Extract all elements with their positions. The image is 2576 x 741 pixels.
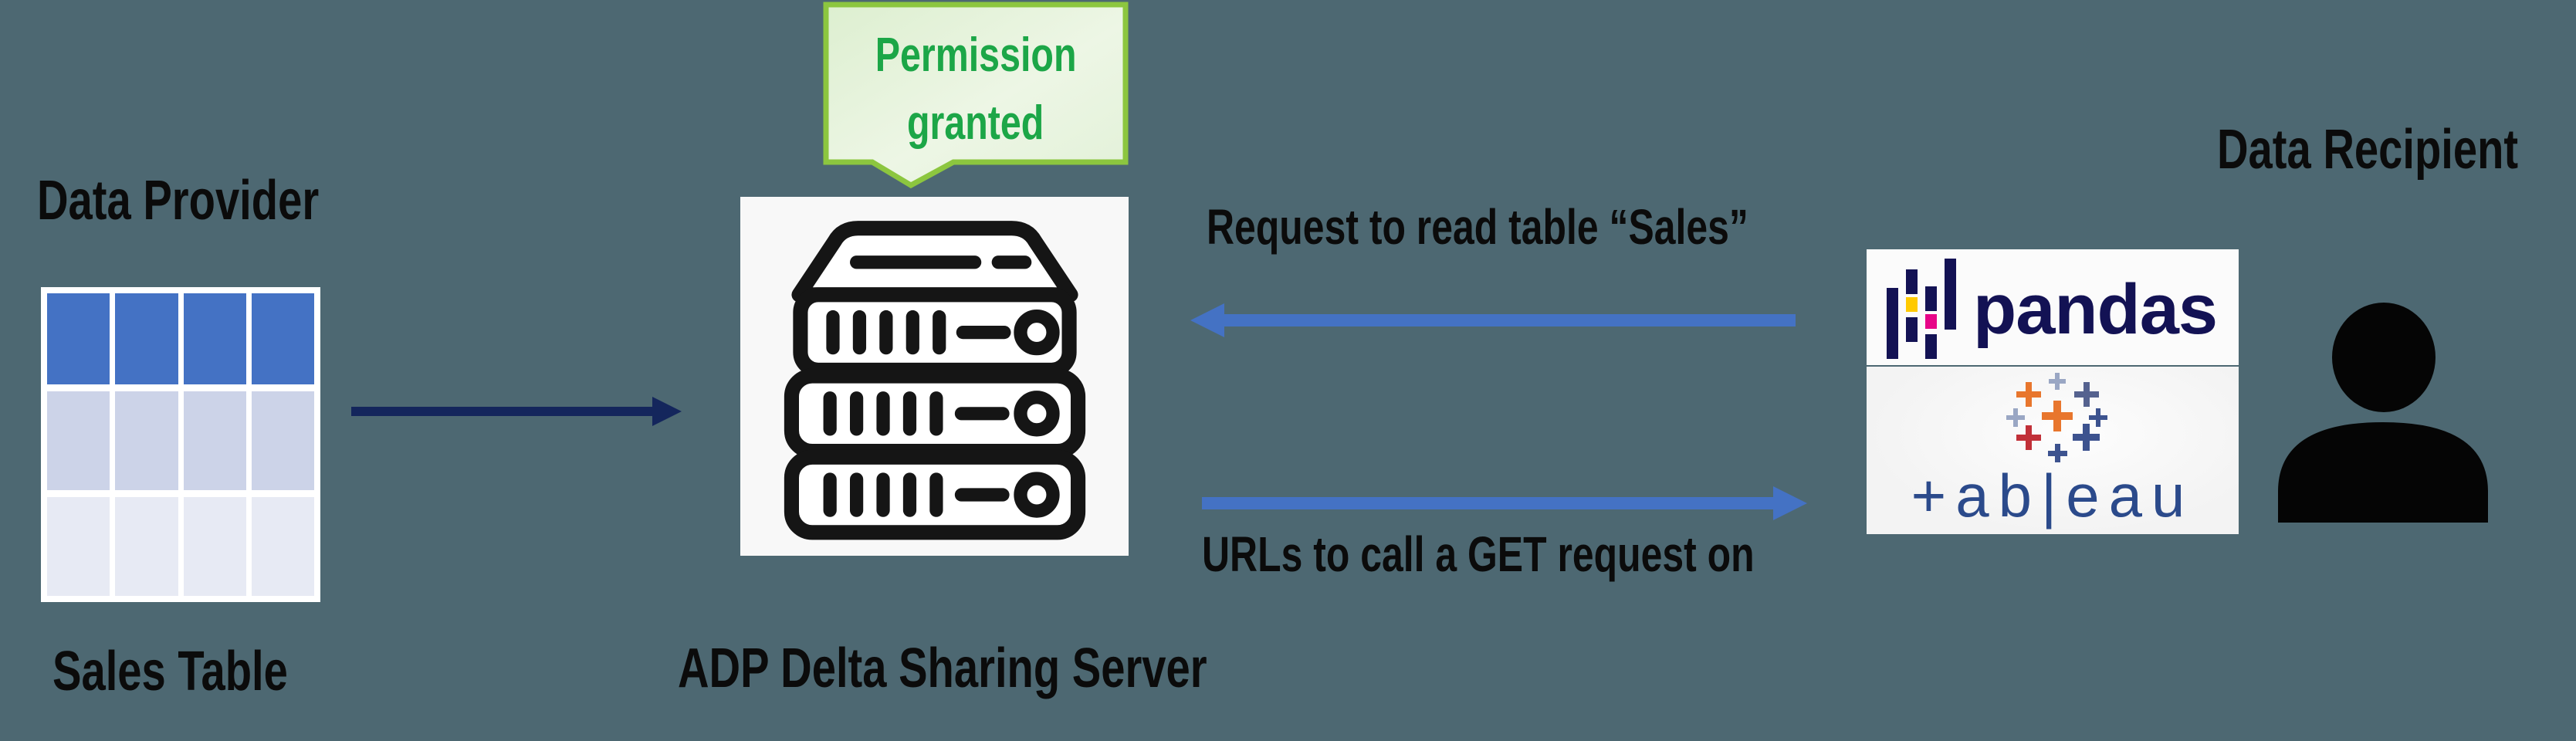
- sales-table-icon: [41, 287, 320, 602]
- data-recipient-title: Data Recipient: [2217, 119, 2519, 181]
- tableau-plus-cluster-icon: [2006, 373, 2107, 462]
- table-header-cell: [251, 293, 314, 384]
- table-row-cell: [47, 497, 110, 596]
- data-provider-title: Data Provider: [37, 170, 320, 232]
- pandas-bars-icon: [1887, 259, 1956, 359]
- sales-table-caption: Sales Table: [52, 641, 288, 702]
- arrow-shaft: [1202, 497, 1773, 509]
- arrow-head-right: [652, 397, 682, 426]
- callout-line-1: Permission: [875, 29, 1077, 82]
- person-icon: [2278, 303, 2488, 523]
- arrow-head-left: [1190, 303, 1224, 337]
- arrow-shaft: [351, 407, 654, 416]
- table-row-cell: [115, 391, 178, 490]
- server-caption: ADP Delta Sharing Server: [678, 638, 1207, 699]
- response-flow-label: URLs to call a GET request on: [1202, 526, 1755, 582]
- callout-line-2: granted: [907, 96, 1044, 151]
- tableau-logo: +ab|eau: [1867, 367, 2239, 534]
- server-stack-icon: [784, 220, 1085, 540]
- pandas-logo: pandas: [1867, 249, 2239, 365]
- table-row-cell: [183, 497, 246, 596]
- speech-bubble-shape: [823, 2, 1129, 189]
- pandas-wordmark: pandas: [1973, 270, 2218, 349]
- table-row-cell: [251, 497, 314, 596]
- recipient-tools-panel: pandas +ab|eau: [1867, 249, 2239, 534]
- tableau-wordmark: +ab|eau: [1911, 462, 2195, 530]
- table-row-cell: [251, 391, 314, 490]
- table-header-cell: [115, 293, 178, 384]
- table-row-cell: [47, 391, 110, 490]
- request-flow-label: Request to read table “Sales”: [1207, 199, 1748, 255]
- permission-callout-text: Permission granted: [823, 22, 1129, 157]
- table-row-cell: [115, 497, 178, 596]
- permission-callout: Permission granted: [823, 2, 1129, 189]
- table-header-cell: [47, 293, 110, 384]
- table-header-cell: [183, 293, 246, 384]
- table-row-cell: [183, 391, 246, 490]
- arrow-head-right: [1773, 486, 1807, 520]
- arrow-shaft: [1224, 314, 1796, 327]
- sharing-server-panel: [740, 197, 1129, 556]
